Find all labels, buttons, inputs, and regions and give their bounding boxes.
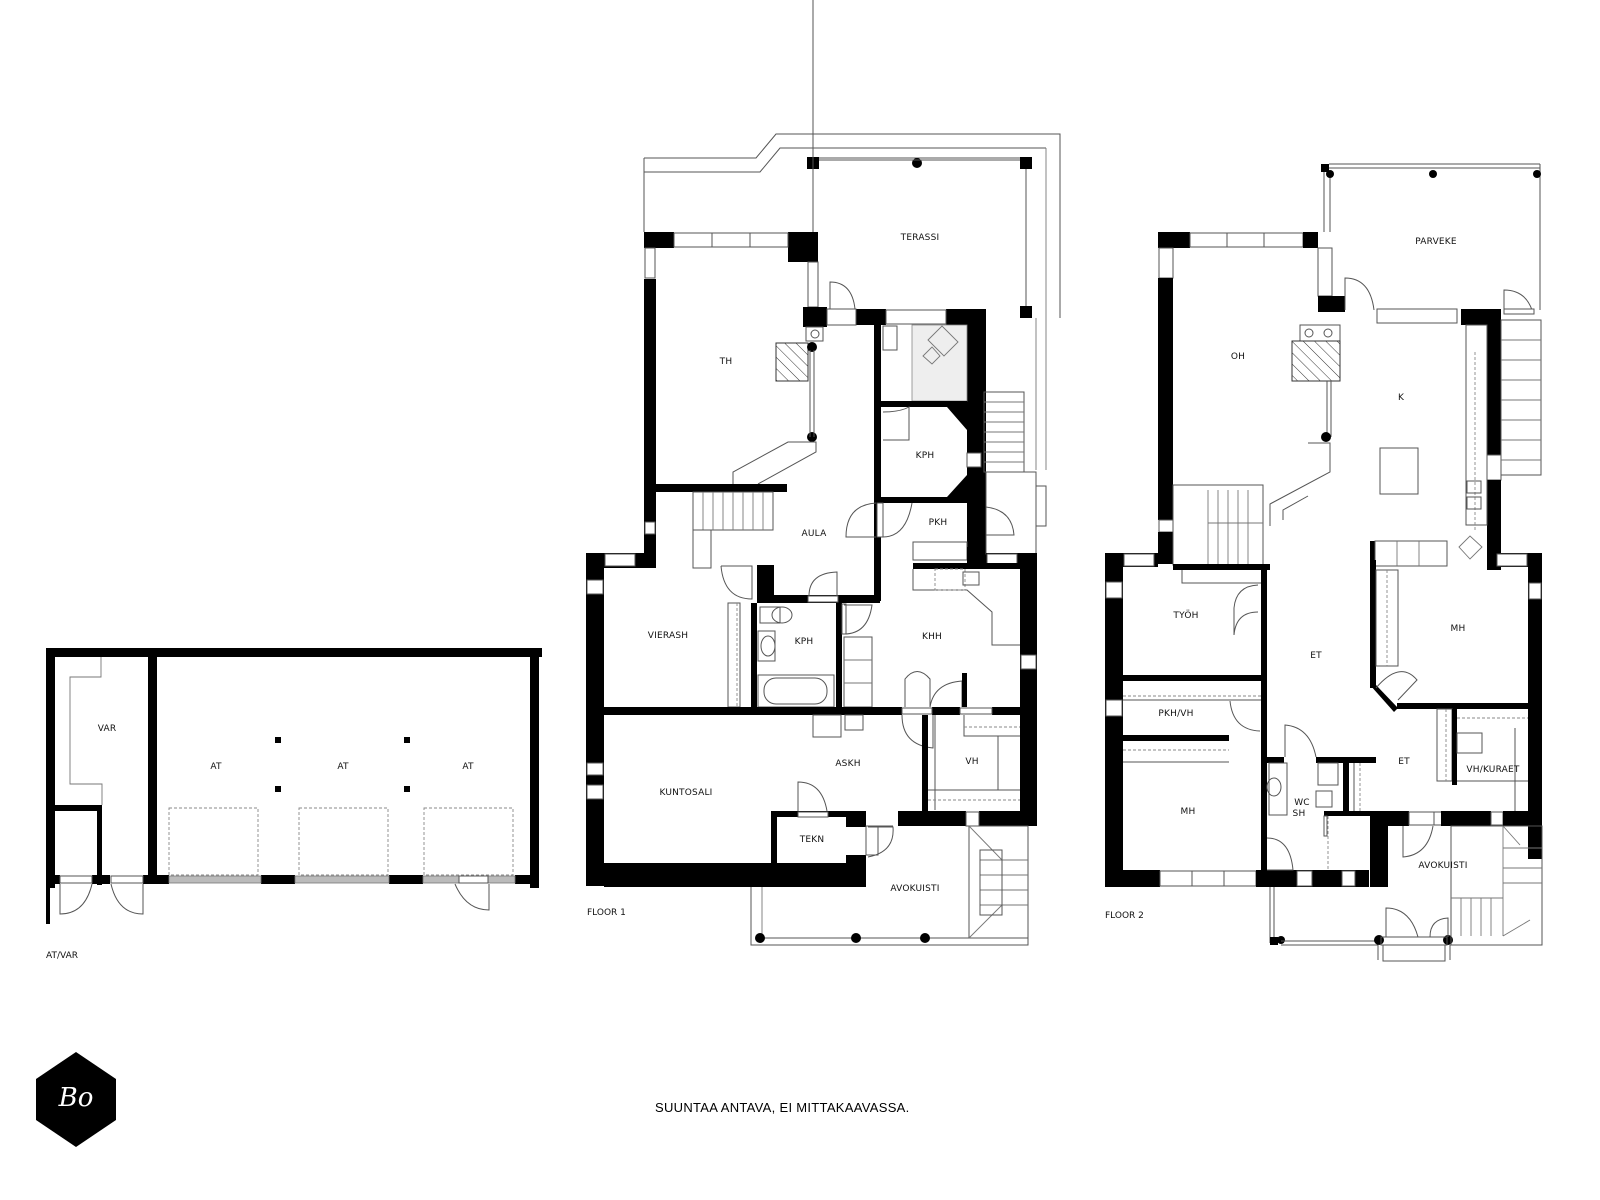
room-label-mh-left: MH: [1180, 807, 1196, 817]
room-label-th: TH: [719, 357, 733, 367]
room-label-oh: OH: [1230, 352, 1246, 362]
room-label-var: VAR: [97, 724, 117, 734]
room-label-pkh: PKH: [928, 518, 948, 528]
disclaimer-text: SUUNTAA ANTAVA, EI MITTAKAAVASSA.: [655, 1100, 910, 1115]
room-label-tekn: TEKN: [799, 835, 825, 845]
plan-title-floor2: FLOOR 2: [1105, 911, 1144, 921]
room-label-et-upper: ET: [1310, 651, 1322, 661]
room-label-at-3: AT: [462, 762, 474, 772]
room-label-tyoh: TYÖH: [1173, 611, 1199, 621]
hexagon-logo-icon: Bo: [58, 1083, 94, 1113]
plan-title-outbuilding: AT/VAR: [46, 951, 78, 961]
room-label-mh-right: MH: [1450, 624, 1466, 634]
logo-hexagon-shape: [36, 1052, 116, 1147]
room-label-vierash: VIERASH: [647, 631, 689, 641]
floor1-plan: [586, 0, 1061, 946]
room-label-vh-kuraet: VH/KURAET: [1466, 765, 1520, 775]
room-label-sh: SH: [1292, 809, 1306, 819]
floor2-plan: [1105, 163, 1543, 962]
brand-logo: Bo: [36, 1052, 116, 1144]
room-label-askh: ASKH: [835, 759, 861, 769]
room-label-khh: KHH: [921, 632, 943, 642]
room-label-at-1: AT: [210, 762, 222, 772]
room-label-aula: AULA: [801, 529, 827, 539]
room-label-at-2: AT: [337, 762, 349, 772]
room-label-kuntosali: KUNTOSALI: [659, 788, 713, 798]
outbuilding-plan: [46, 648, 542, 924]
room-label-wc: WC: [1294, 798, 1310, 808]
plan-title-floor1: FLOOR 1: [587, 908, 626, 918]
room-label-terassi: TERASSI: [900, 233, 940, 243]
room-label-et-lower: ET: [1398, 757, 1410, 767]
room-label-vh: VH: [965, 757, 979, 767]
room-label-kph-lower: KPH: [794, 637, 814, 647]
room-label-k: K: [1397, 393, 1405, 403]
room-label-parveke: PARVEKE: [1415, 237, 1457, 247]
room-label-pkh-vh: PKH/VH: [1158, 709, 1194, 719]
room-label-avokuisti-f2: AVOKUISTI: [1418, 861, 1468, 871]
room-label-kph-upper: KPH: [915, 451, 935, 461]
room-label-avokuisti-f1: AVOKUISTI: [890, 884, 940, 894]
